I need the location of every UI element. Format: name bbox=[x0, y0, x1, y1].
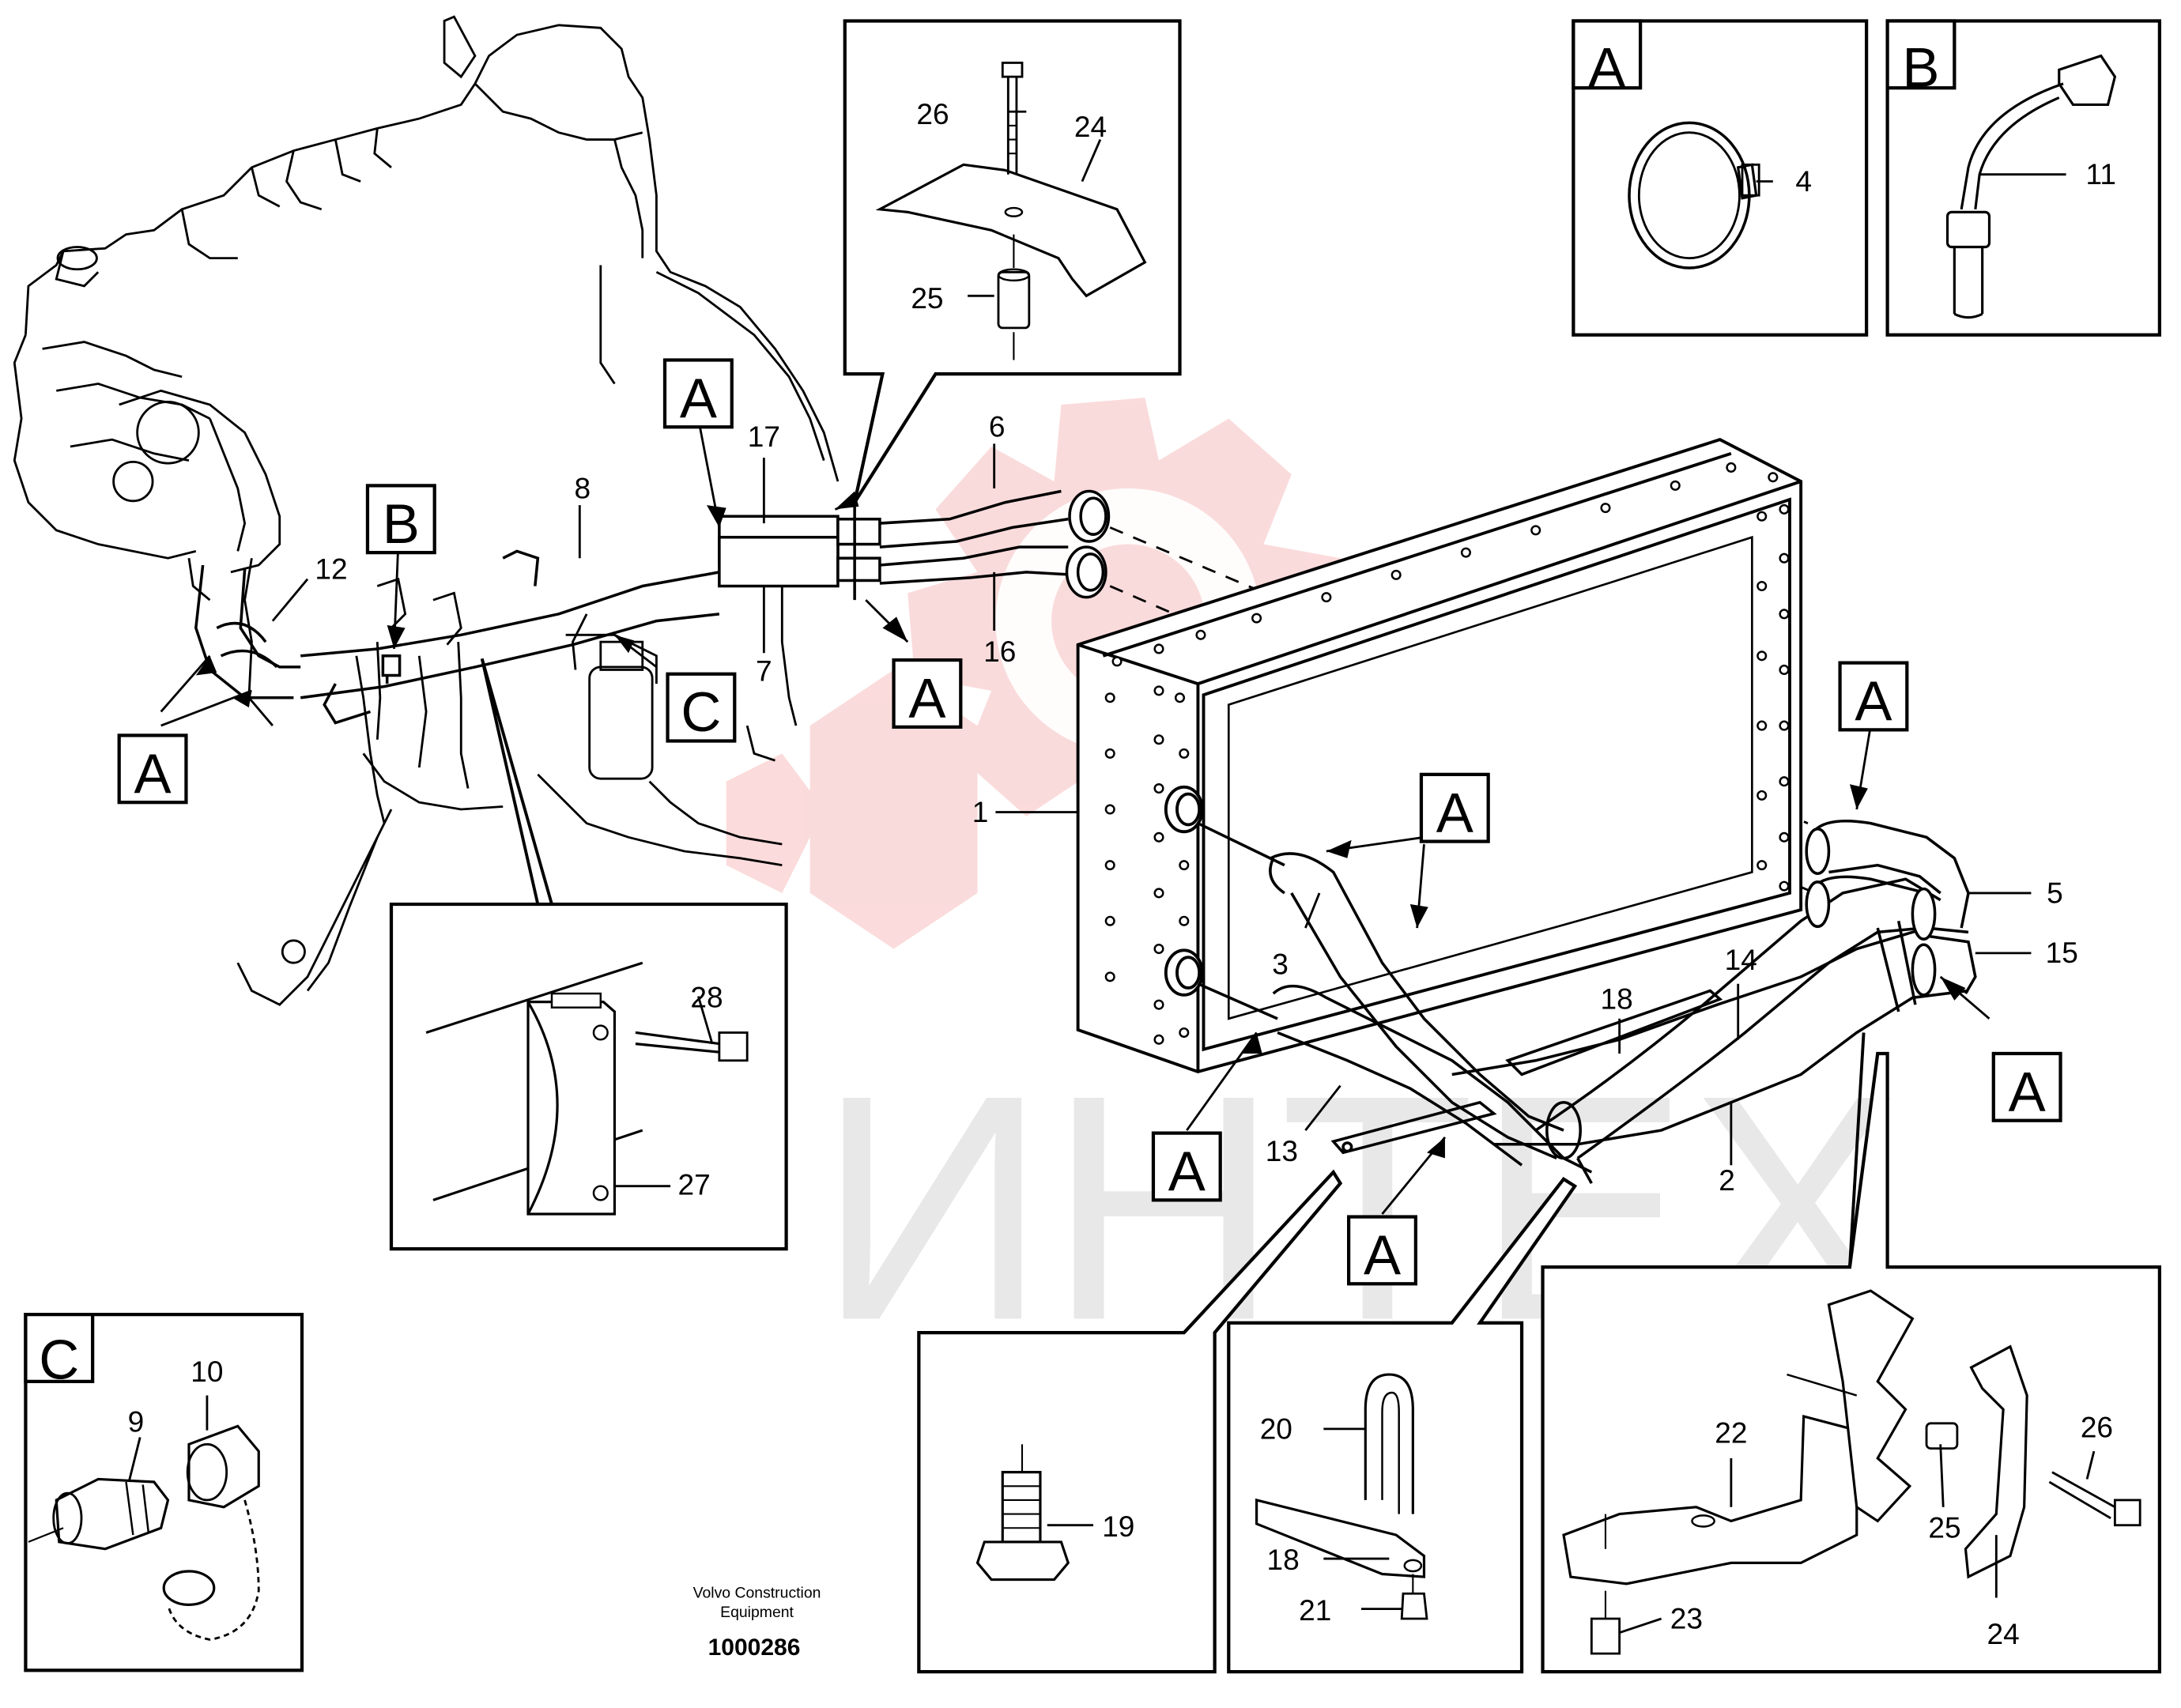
callout-27: 27 bbox=[677, 1167, 710, 1201]
marker-a-box bbox=[1838, 661, 1909, 732]
callout-18: 18 bbox=[1600, 982, 1632, 1015]
callout-26: 26 bbox=[916, 97, 949, 130]
detail-box-b bbox=[1885, 19, 2162, 337]
marker-a-box bbox=[1419, 772, 1490, 843]
callout-26-detail: 26 bbox=[2081, 1410, 2113, 1443]
callout-21: 21 bbox=[1299, 1593, 1331, 1627]
callout-numbers: 1 2 3 4 5 6 7 8 9 10 11 12 13 14 15 16 1… bbox=[128, 97, 2116, 1650]
marker-a-box bbox=[1991, 1051, 2062, 1122]
callout-24-detail: 24 bbox=[1987, 1617, 2020, 1650]
radiator bbox=[1076, 438, 1803, 1073]
marker-a-box bbox=[892, 658, 963, 729]
detail-box-bolt bbox=[917, 1169, 1343, 1674]
callout-14: 14 bbox=[1725, 943, 1757, 976]
marker-b-label: B bbox=[383, 492, 420, 555]
callout-18-detail: 18 bbox=[1267, 1543, 1300, 1576]
callout-24: 24 bbox=[1074, 110, 1107, 143]
radiator-bolts bbox=[1104, 462, 1790, 1045]
callout-8: 8 bbox=[575, 471, 591, 504]
callout-25-detail: 25 bbox=[1928, 1511, 1960, 1544]
callout-25: 25 bbox=[911, 281, 943, 315]
marker-a-label: A bbox=[908, 666, 945, 729]
callout-11: 11 bbox=[2085, 157, 2115, 190]
marker-c-box bbox=[666, 672, 737, 743]
detail-box-clip bbox=[389, 658, 788, 1251]
callout-20: 20 bbox=[1260, 1412, 1292, 1445]
footer-company-line1: Volvo Construction bbox=[693, 1585, 821, 1602]
marker-a-label: A bbox=[1436, 781, 1473, 843]
marker-a-box bbox=[1347, 1215, 1417, 1286]
callout-1: 1 bbox=[972, 795, 989, 828]
callout-19: 19 bbox=[1102, 1510, 1134, 1543]
callout-17: 17 bbox=[748, 420, 780, 453]
marker-a-label: A bbox=[134, 742, 172, 805]
marker-a-box bbox=[1151, 1131, 1222, 1202]
marker-c-label: C bbox=[681, 681, 721, 743]
letter-labels: A B C A B A C A A A A A A bbox=[39, 36, 2045, 1390]
detail-c-label: C bbox=[39, 1328, 79, 1390]
arrowheads bbox=[195, 491, 1966, 1159]
detail-box-bracket-top bbox=[843, 19, 1182, 503]
callout-3: 3 bbox=[1272, 947, 1289, 980]
callout-13: 13 bbox=[1266, 1134, 1298, 1167]
callout-5: 5 bbox=[2047, 876, 2063, 909]
callout-22: 22 bbox=[1715, 1416, 1747, 1450]
hose-assembly-upper bbox=[194, 489, 1111, 725]
footer-drawing-number: 1000286 bbox=[708, 1634, 801, 1661]
callout-12: 12 bbox=[315, 552, 347, 586]
footer: Volvo Construction Equipment 1000286 bbox=[693, 1585, 821, 1661]
marker-a-label: A bbox=[1168, 1140, 1206, 1202]
marker-b-box bbox=[365, 484, 436, 555]
callout-9: 9 bbox=[128, 1404, 145, 1438]
detail-b-label: B bbox=[1902, 36, 1939, 98]
marker-a-label: A bbox=[1855, 669, 1892, 732]
hose-assembly-lower bbox=[1197, 819, 1977, 1185]
letter-boxes bbox=[117, 358, 2062, 1286]
marker-a-box bbox=[117, 733, 188, 805]
callout-2: 2 bbox=[1719, 1163, 1735, 1197]
detail-box-a bbox=[1572, 19, 1869, 337]
callout-4: 4 bbox=[1795, 164, 1812, 198]
engine-outline bbox=[13, 15, 840, 1006]
callout-7: 7 bbox=[756, 654, 772, 688]
footer-company-line2: Equipment bbox=[720, 1604, 794, 1621]
detail-box-c bbox=[24, 1313, 304, 1672]
marker-a-box bbox=[662, 358, 734, 429]
callout-23: 23 bbox=[1670, 1601, 1703, 1634]
callout-16: 16 bbox=[983, 635, 1016, 668]
marker-a-label: A bbox=[2009, 1060, 2046, 1122]
callout-15: 15 bbox=[2046, 936, 2078, 969]
callout-10: 10 bbox=[191, 1355, 223, 1388]
callout-28: 28 bbox=[690, 981, 723, 1014]
callout-6: 6 bbox=[989, 410, 1006, 443]
marker-a-label: A bbox=[1364, 1224, 1401, 1286]
detail-a-label: A bbox=[1588, 36, 1625, 98]
detail-box-bracket-bottom bbox=[1541, 1032, 2162, 1674]
marker-a-label: A bbox=[680, 367, 717, 429]
